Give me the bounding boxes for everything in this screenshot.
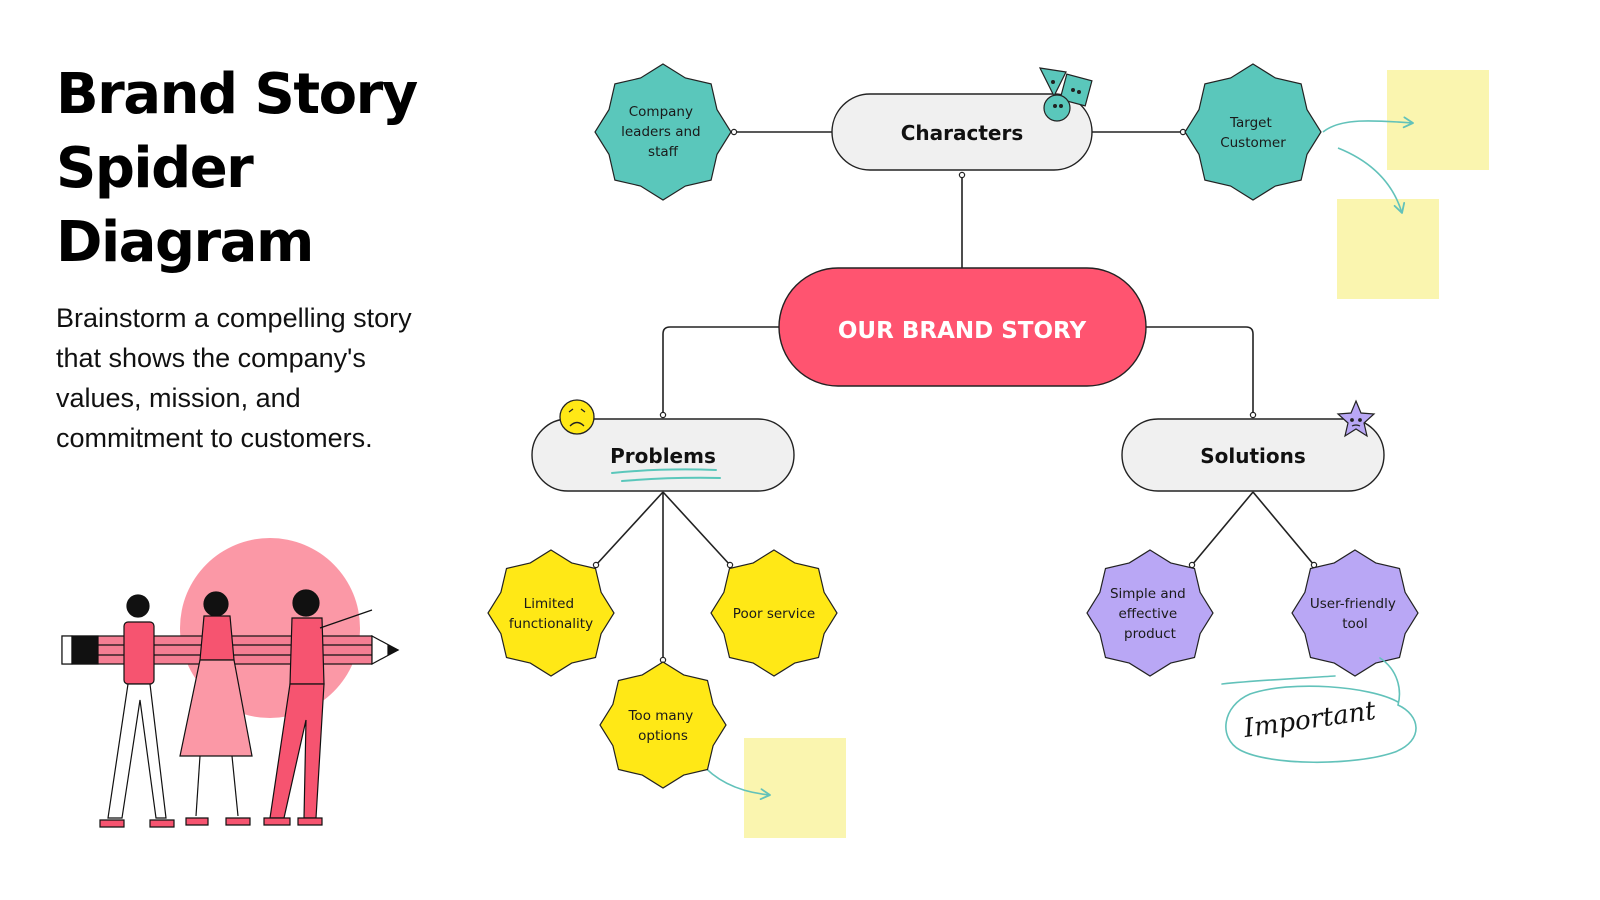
problems-underline-scribble [611, 468, 721, 482]
leaf-target-line-1: Target [1229, 115, 1272, 131]
page-description: Brainstorm a compelling story that shows… [56, 303, 412, 453]
svg-text:Company leaders and: Company leaders and staff [621, 104, 705, 160]
leaf-user-line-2: tool [1342, 616, 1368, 632]
star-face-icon [1336, 399, 1376, 438]
sticky-note-2[interactable] [1337, 199, 1439, 299]
connector-problems-poor [662, 491, 731, 566]
title-line-3: Diagram [56, 210, 314, 275]
leaf-limited-line-2: functionality [509, 616, 593, 632]
sticky-notes [744, 70, 1489, 838]
leaf-company-line-2: leaders and [621, 124, 700, 140]
leaf-limited-line-1: Limited [524, 596, 574, 612]
svg-text:Too many options: Too many options [627, 708, 697, 744]
center-node-label: OUR BRAND STORY [838, 318, 1087, 344]
svg-text:Limited functionality: Limited functionality [509, 596, 593, 632]
sticky-note-3[interactable] [744, 738, 846, 838]
arrow-to-sticky-2 [1337, 147, 1406, 214]
leaf-target-line-2: Customer [1220, 135, 1286, 151]
leaf-simple-effective[interactable]: Simple and effective product [1086, 549, 1214, 677]
connector-endpoints [592, 128, 1318, 664]
leaf-company-leaders[interactable]: Company leaders and staff [594, 63, 732, 201]
center-node[interactable]: OUR BRAND STORY [778, 267, 1147, 387]
connector-solutions-userfriendly [1252, 491, 1315, 566]
leaf-company-line-1: Company [629, 104, 693, 120]
leaf-poor-service[interactable]: Poor service [710, 549, 838, 677]
person-figure-3 [263, 589, 373, 826]
leaf-simple-line-1: Simple and [1110, 586, 1186, 602]
branch-characters-label: Characters [901, 121, 1024, 145]
leaf-options-line-2: options [638, 728, 688, 744]
branch-characters[interactable]: Characters [831, 93, 1093, 171]
connector-lines [595, 131, 1315, 660]
leaf-target-customer[interactable]: Target Customer [1184, 63, 1322, 201]
characters-shapes-sticker-icon [1038, 67, 1093, 122]
annotation-important-text: Important [1241, 696, 1378, 744]
title-line-2: Spider [56, 136, 254, 201]
connector-problems-limited [595, 491, 664, 566]
leaf-limited-functionality[interactable]: Limited functionality [487, 549, 615, 677]
people-carrying-pencil-illustration [61, 538, 400, 828]
branch-solutions-label: Solutions [1200, 444, 1306, 468]
connector-center-solutions [1146, 326, 1254, 416]
branch-problems[interactable]: Problems [531, 418, 795, 492]
important-annotation: Important [1221, 657, 1417, 764]
title-line-1: Brand Story [56, 62, 418, 127]
svg-text:Target Customer: Target Customer [1220, 115, 1286, 151]
page-title: Brand Story Spider Diagram [56, 58, 476, 280]
leaf-user-friendly[interactable]: User-friendly tool [1291, 549, 1419, 677]
svg-text:Poor service: Poor service [733, 606, 815, 622]
person-figure-1 [99, 594, 175, 828]
leaf-options-line-1: Too many [627, 708, 693, 724]
branch-problems-label: Problems [610, 444, 716, 468]
annotation-scribble-loop [1221, 657, 1417, 764]
connector-center-problems [662, 326, 779, 416]
person-figure-2 [179, 591, 253, 826]
leaf-company-line-3: staff [648, 144, 679, 160]
connector-solutions-simple [1191, 491, 1254, 566]
leaf-poor-line-1: Poor service [733, 606, 815, 622]
svg-text:User-friendly tool: User-friendly tool [1310, 596, 1400, 632]
leaf-simple-line-2: effective [1119, 606, 1178, 622]
frowning-face-icon [559, 399, 595, 435]
sticky-note-1[interactable] [1387, 70, 1489, 170]
arrow-to-sticky-1 [1322, 116, 1414, 133]
leaf-too-many-options[interactable]: Too many options [599, 661, 727, 789]
svg-text:Simple and effective: Simple and effective product [1110, 586, 1190, 642]
leaf-user-line-1: User-friendly [1310, 596, 1396, 612]
branch-solutions[interactable]: Solutions [1121, 418, 1385, 492]
leaf-simple-line-3: product [1124, 626, 1176, 642]
